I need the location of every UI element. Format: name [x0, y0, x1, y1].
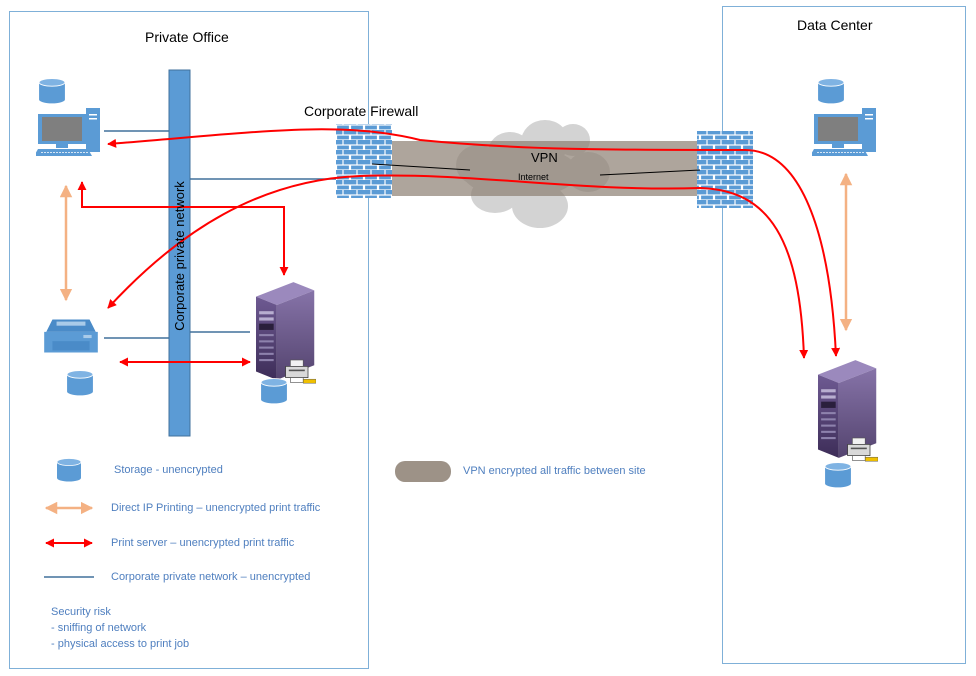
data-center-zone [722, 6, 966, 664]
printer-to-datacenter-server-arrow [107, 174, 809, 359]
security-risk-item-sniffing: - sniffing of network [51, 622, 147, 634]
legend-storage-icon [56, 458, 82, 482]
security-risk-title: Security risk [51, 606, 111, 618]
legend-vpn-label: VPN encrypted all traffic between site [463, 465, 646, 477]
office-server-storage-icon [260, 378, 288, 404]
office-desktop-icon [36, 107, 101, 157]
legend-print-server-label: Print server – unencrypted print traffic [111, 537, 295, 549]
legend-direct-ip-label: Direct IP Printing – unencrypted print t… [111, 502, 321, 514]
corporate-firewall-label: Corporate Firewall [304, 103, 419, 119]
corporate-firewall-icon [336, 124, 392, 198]
data-center-title: Data Center [797, 17, 873, 33]
legend-storage-label: Storage - unencrypted [114, 464, 223, 476]
printer-storage-icon [66, 370, 94, 396]
security-risk-item-physical: - physical access to print job [51, 638, 190, 650]
datacenter-desktop-icon [812, 107, 877, 157]
private-office-title: Private Office [145, 29, 229, 45]
pc-to-datacenter-server-arrow [107, 128, 841, 357]
corporate-private-network-label: Corporate private network [172, 181, 187, 331]
legend-network-label: Corporate private network – unencrypted [111, 571, 311, 583]
office-print-server-icon [256, 282, 315, 380]
legend-vpn-swatch [395, 461, 451, 482]
datacenter-print-server-icon [818, 360, 877, 458]
internet-label: Internet [518, 172, 549, 182]
office-storage-icon [38, 78, 66, 104]
vpn-label: VPN [531, 150, 558, 165]
datacenter-storage-icon [817, 78, 845, 104]
datacenter-firewall-icon [697, 131, 753, 208]
office-printer-icon [44, 319, 98, 353]
datacenter-server-storage-icon [824, 462, 852, 488]
